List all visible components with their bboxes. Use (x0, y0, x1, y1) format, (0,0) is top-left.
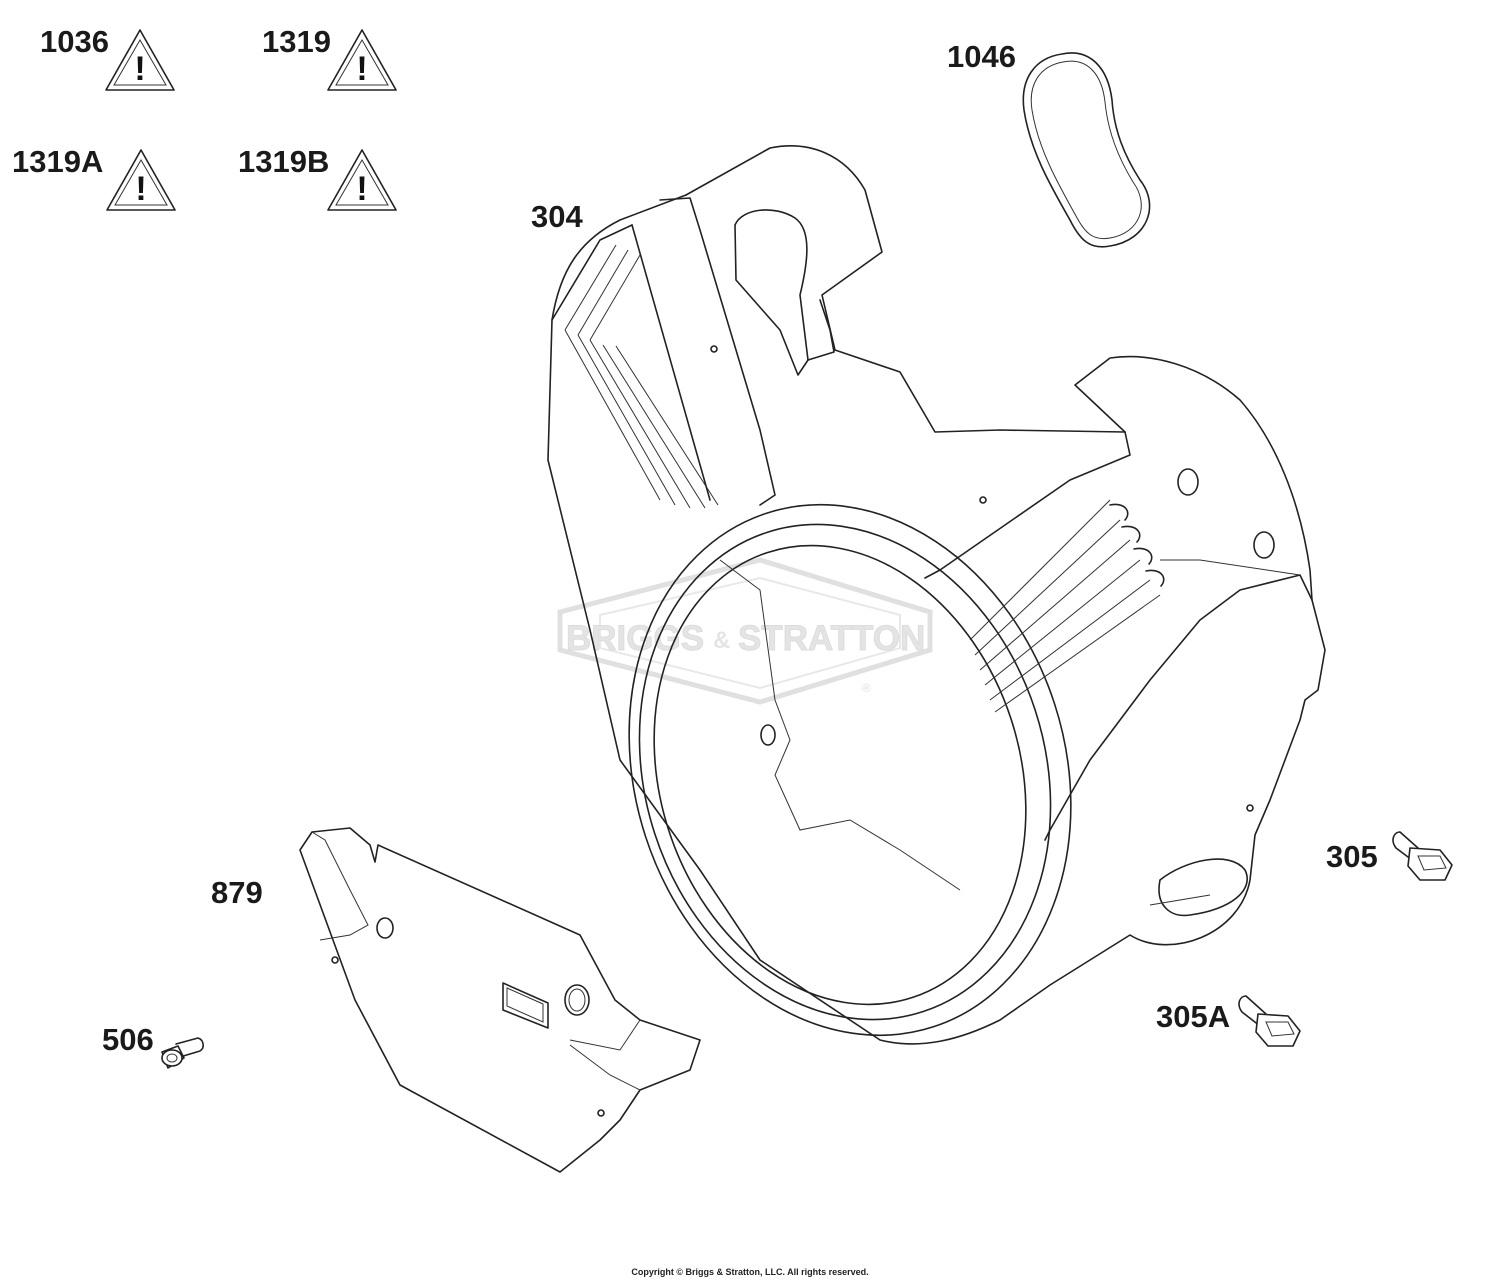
part-305a-bolt (1238, 995, 1301, 1047)
part-label-1319[interactable]: 1319 (262, 24, 331, 59)
copyright-notice: Copyright © Briggs & Stratton, LLC. All … (631, 1267, 869, 1277)
watermark-right: STRATTON (738, 619, 925, 658)
part-305-bolt (1392, 831, 1453, 881)
watermark-left: BRIGGS (566, 619, 704, 658)
part-label-1319a[interactable]: 1319A (12, 144, 104, 179)
warning-icon-1319: ! (327, 29, 397, 91)
warning-glyph: ! (134, 50, 145, 88)
part-label-304[interactable]: 304 (531, 199, 583, 234)
warning-glyph: ! (135, 170, 146, 208)
brand-watermark: BRIGGS & STRATTON ® (557, 557, 933, 705)
part-label-879[interactable]: 879 (211, 875, 263, 910)
part-879-shield (299, 827, 701, 1173)
part-304-blower-housing (547, 145, 1326, 1045)
warning-glyph: ! (356, 170, 367, 208)
part-label-305a[interactable]: 305A (1156, 999, 1231, 1034)
warning-glyph: ! (356, 50, 367, 88)
watermark-reg: ® (862, 681, 871, 695)
part-506-screw (161, 1037, 204, 1069)
warning-icon-1319b: ! (327, 149, 397, 211)
part-label-1046[interactable]: 1046 (947, 39, 1016, 74)
warning-icon-1319a: ! (106, 149, 176, 211)
part-label-1319b[interactable]: 1319B (238, 144, 330, 179)
part-label-506[interactable]: 506 (102, 1022, 154, 1057)
part-1046-plate (1022, 52, 1151, 248)
part-label-1036[interactable]: 1036 (40, 24, 109, 59)
part-label-305[interactable]: 305 (1326, 839, 1378, 874)
watermark-amp: & (713, 627, 730, 654)
warning-icon-1036: ! (105, 29, 175, 91)
